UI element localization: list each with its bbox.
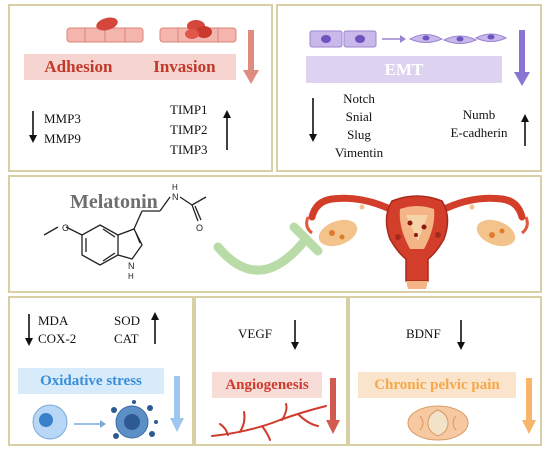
emt-down-list: Notch Snial Slug Vimentin — [324, 90, 394, 162]
marker-timp2: TIMP2 — [170, 122, 208, 137]
angiogenesis-panel: VEGF Angiogenesis — [194, 296, 348, 446]
adhered-cells-icon — [66, 17, 144, 43]
svg-text:N: N — [128, 261, 135, 271]
invading-cells-icon — [159, 20, 237, 43]
angiogenesis-label-bar: Angiogenesis — [212, 372, 322, 398]
emt-markers-down-arrow-icon — [309, 98, 317, 142]
marker-vegf: VEGF — [238, 326, 272, 341]
svg-text:O: O — [196, 223, 203, 233]
emt-down-arrow-icon — [514, 30, 530, 86]
adhesion-invasion-panel: Adhesion Invasion MMP3 MMP9 TIMP1 TIMP2 … — [8, 4, 273, 172]
pelvic-pain-label-bar: Chronic pelvic pain — [358, 372, 516, 398]
cell-damage-icon — [32, 400, 158, 440]
uterus-icon — [305, 194, 529, 289]
adhesion-invasion-label-bar: Adhesion Invasion — [24, 54, 236, 80]
oxidative-label-bar: Oxidative stress — [18, 368, 164, 394]
marker-sod: SOD — [114, 313, 141, 328]
marker-mmp3: MMP3 — [44, 111, 81, 126]
adhesion-label: Adhesion — [44, 57, 113, 76]
marker-timp3: TIMP3 — [170, 142, 208, 157]
pain-down-big-arrow-icon — [522, 378, 536, 434]
marker-cat: CAT — [114, 331, 139, 346]
oxidative-down-arrow-icon — [25, 314, 33, 346]
svg-text:N: N — [172, 192, 179, 202]
marker-numb: Numb — [462, 107, 496, 122]
emt-cells-icon — [309, 30, 508, 48]
marker-mmp9: MMP9 — [44, 131, 81, 146]
spinal-cord-icon — [407, 405, 469, 441]
marker-slug: Slug — [347, 127, 371, 142]
emt-up-list: Numb E-cadherin — [440, 106, 518, 142]
oxidative-down-big-arrow-icon — [170, 376, 184, 432]
mmp-down-arrow-icon — [29, 111, 37, 143]
timp-up-arrow-icon — [223, 110, 231, 150]
marker-timp1: TIMP1 — [170, 102, 208, 117]
emt-panel: EMT Notch Snial Slug Vimentin Numb E-cad… — [276, 4, 542, 172]
oxidative-up-arrow-icon — [151, 312, 159, 344]
marker-cox-2: COX-2 — [38, 331, 77, 346]
oxidative-stress-label: Oxidative stress — [40, 372, 142, 389]
marker-e-cadherin: E-cadherin — [450, 125, 508, 140]
oxidative-down-list: MDA COX-2 — [38, 312, 76, 348]
marker-bdnf: BDNF — [406, 326, 441, 341]
pelvic-pain-panel: BDNF Chronic pelvic pain — [348, 296, 542, 446]
emt-label-bar: EMT — [306, 56, 502, 83]
marker-vimentin: Vimentin — [334, 145, 384, 160]
timp-list: TIMP1 TIMP2 TIMP3 — [170, 100, 208, 160]
oxidative-up-list: SOD CAT — [114, 312, 140, 348]
svg-text:O: O — [62, 223, 69, 233]
bdnf-down-arrow-icon — [457, 320, 465, 350]
emt-label: EMT — [384, 59, 424, 79]
svg-text:H: H — [128, 272, 134, 281]
blood-vessels-icon — [211, 403, 327, 441]
vegf-down-arrow-icon — [291, 320, 299, 350]
inhibition-arc-icon — [213, 222, 323, 275]
angio-down-big-arrow-icon — [326, 378, 340, 434]
melatonin-label: Melatonin — [70, 191, 158, 213]
svg-text:H: H — [172, 183, 178, 192]
invasion-label: Invasion — [153, 57, 216, 76]
angiogenesis-label: Angiogenesis — [225, 376, 309, 393]
oxidative-stress-panel: MDA COX-2 SOD CAT Oxidative stress — [8, 296, 194, 446]
mmp-list: MMP3 MMP9 — [44, 109, 81, 149]
pelvic-pain-label: Chronic pelvic pain — [374, 376, 500, 393]
melatonin-molecule-icon: O N H O N H — [43, 183, 207, 281]
adhesion-down-arrow-icon — [243, 30, 259, 84]
marker-snial: Snial — [345, 109, 373, 124]
marker-mda: MDA — [38, 313, 69, 328]
emt-markers-up-arrow-icon — [521, 114, 529, 146]
melatonin-panel: Melatonin O N H O N H — [8, 175, 542, 293]
marker-notch: Notch — [343, 91, 375, 106]
